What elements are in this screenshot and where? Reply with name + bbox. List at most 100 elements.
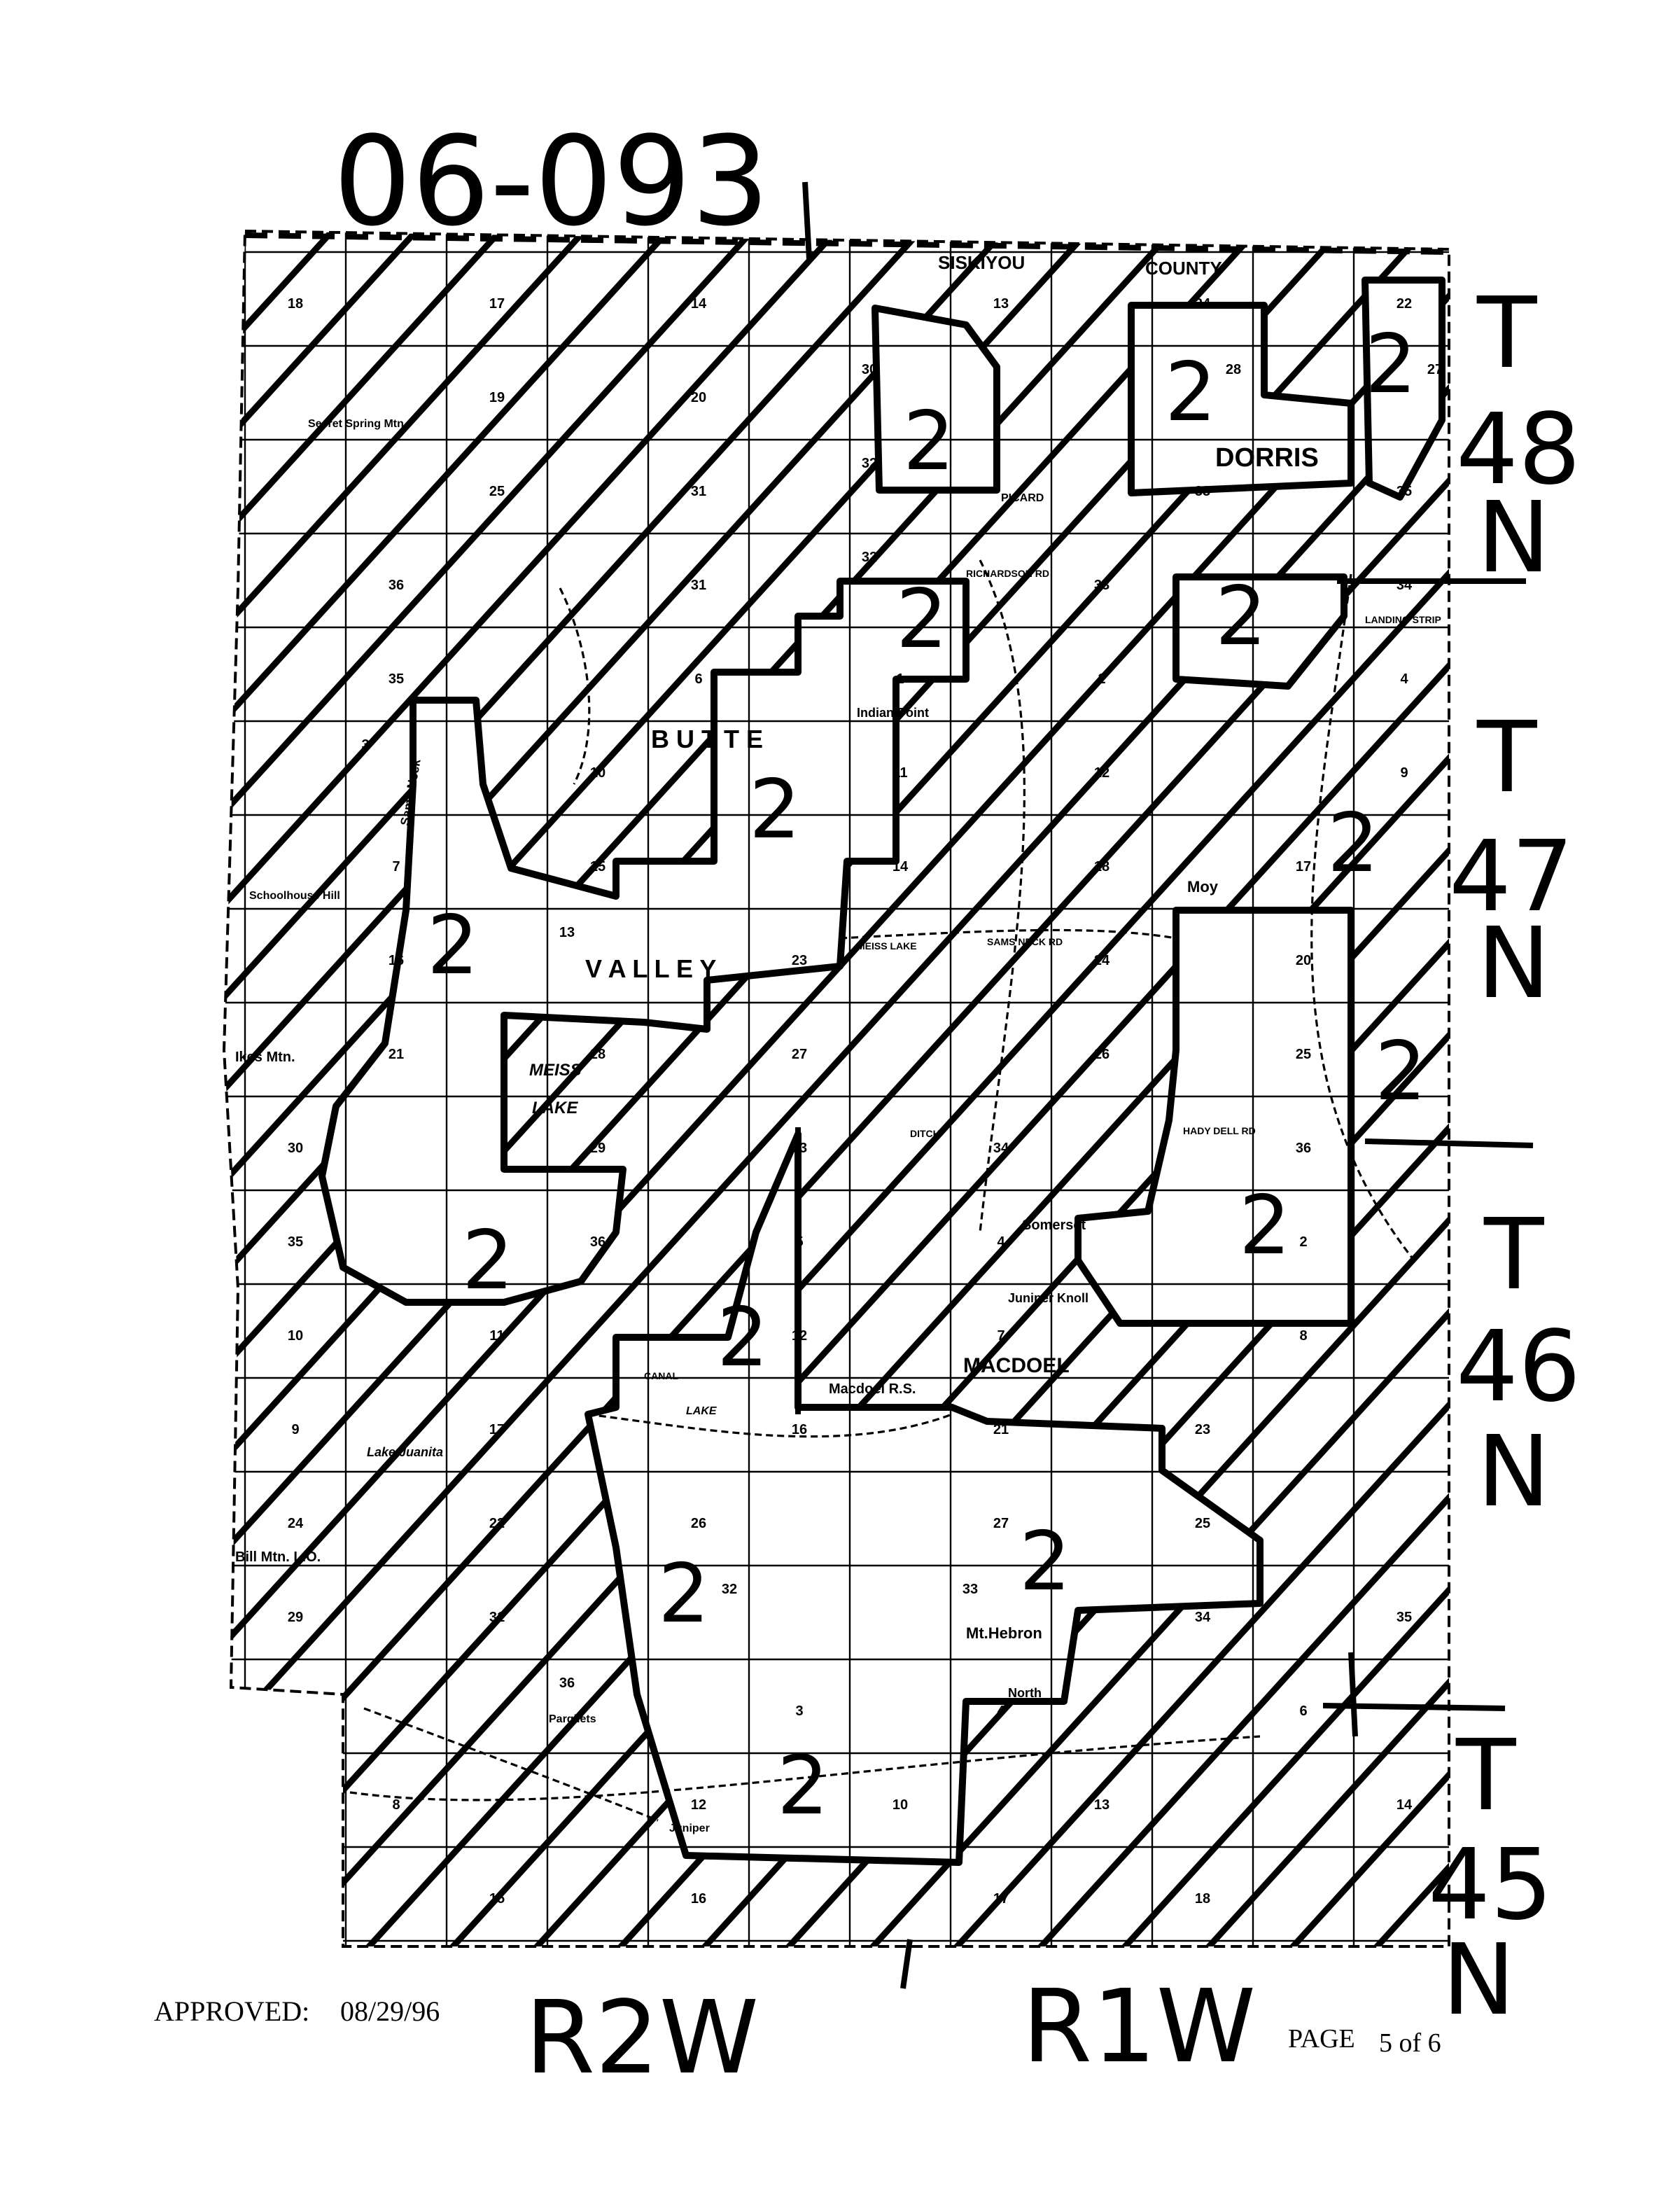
zone-2-boundary xyxy=(1128,302,1354,496)
township-t: T xyxy=(1476,701,1537,815)
label-schoolhouse-hill: Schoolhouse Hill xyxy=(249,890,340,902)
section-number: 23 xyxy=(792,953,807,968)
section-number: 10 xyxy=(288,1328,303,1344)
zone-label: 2 xyxy=(896,572,948,667)
label-juniper-knoll: Juniper Knoll xyxy=(1008,1291,1088,1305)
section-number: 21 xyxy=(388,1047,404,1062)
hatch-line xyxy=(224,231,1449,1946)
section-number: 15 xyxy=(590,859,606,874)
label-picard: PICARD xyxy=(1001,492,1044,504)
label-canal: CANAL xyxy=(644,1370,678,1381)
section-number: 16 xyxy=(792,1422,807,1437)
section-number: 13 xyxy=(559,925,575,940)
section-number: 32 xyxy=(862,456,877,471)
section-number: 2 xyxy=(1299,1234,1307,1250)
section-number: 12 xyxy=(792,1328,807,1344)
section-number: 6 xyxy=(1299,1703,1307,1719)
township-n: N xyxy=(1477,481,1550,595)
section-number: 21 xyxy=(993,1422,1009,1437)
section-number: 8 xyxy=(1299,1328,1307,1344)
section-number: 2 xyxy=(1098,671,1105,687)
section-number: 27 xyxy=(1427,362,1443,377)
hatch-line xyxy=(697,231,1449,1946)
section-number: 30 xyxy=(862,362,877,377)
section-number: 7 xyxy=(997,1328,1004,1344)
label-dorris: DORRIS xyxy=(1215,443,1319,473)
township-number: 45 xyxy=(1428,1828,1553,1942)
hatch-line xyxy=(224,231,1449,1946)
township-t: T xyxy=(1455,1719,1516,1833)
zone-label: 2 xyxy=(1365,317,1417,412)
zone-2-boundary xyxy=(872,305,1000,494)
label-somerset: Somerset xyxy=(1022,1218,1086,1233)
label-lake: LAKE xyxy=(686,1405,718,1417)
label-meiss-lake-rd: MEISS LAKE xyxy=(857,940,917,952)
label-juniper: Juniper xyxy=(669,1823,710,1834)
hatch-line xyxy=(224,231,1277,1946)
label-county: SISKIYOU xyxy=(938,252,1025,273)
map-id: 06-093 xyxy=(333,110,769,253)
label-valley: V A L L E Y xyxy=(585,954,716,983)
township-labels: T 48 N T 47 N T 46 N T 45 N xyxy=(1428,277,1581,2037)
zone-2-boundary xyxy=(318,578,969,1306)
section-number: 4 xyxy=(997,1703,1005,1719)
section-number: 17 xyxy=(489,296,505,312)
zone-2-boundary xyxy=(1074,907,1354,1327)
place-names: SISKIYOU COUNTY DORRIS B U T T E V A L L… xyxy=(235,252,1441,1834)
section-number: 23 xyxy=(1195,1422,1210,1437)
section-number: 14 xyxy=(892,859,909,874)
section-number: 35 xyxy=(1396,1610,1412,1625)
section-number: 4 xyxy=(1400,671,1408,687)
label-ditch: DITCH xyxy=(910,1128,940,1139)
hatch-line xyxy=(224,231,1025,1946)
section-number: 31 xyxy=(489,1610,505,1625)
township-n: N xyxy=(1477,1415,1550,1529)
township-n: N xyxy=(1477,907,1550,1021)
hatch-line xyxy=(224,231,1449,1946)
section-number: 11 xyxy=(489,1328,504,1344)
section-number: 24 xyxy=(1195,296,1211,312)
section-number: 36 xyxy=(590,1234,606,1250)
hatch-line xyxy=(529,231,1449,1946)
section-number: 36 xyxy=(388,578,404,593)
section-number: 22 xyxy=(1396,296,1412,312)
label-sams-neck-rd: SAMS NECK RD xyxy=(987,936,1063,947)
section-number: 1 xyxy=(896,671,904,687)
hatch-line xyxy=(277,231,1449,1946)
section-number: 13 xyxy=(993,296,1009,312)
section-number: 25 xyxy=(1296,1047,1311,1062)
range-label-r2w: R2W xyxy=(525,1979,759,2096)
township-number: 46 xyxy=(1456,1310,1581,1424)
section-number: 15 xyxy=(489,1891,505,1907)
section-number: 29 xyxy=(288,1610,303,1625)
label-landing-strip: LANDING STRIP xyxy=(1365,614,1441,625)
zone-label: 2 xyxy=(1165,345,1217,440)
label-macdoel-rs: Macdoel R.S. xyxy=(829,1381,916,1397)
hatch-line xyxy=(1117,231,1449,1946)
hatch-line xyxy=(224,231,1449,1946)
section-number: 20 xyxy=(1296,953,1311,968)
hatch-line xyxy=(1033,231,1449,1946)
range-label-r1w: R1W xyxy=(1022,1967,1256,2085)
label-mt-hebron: Mt.Hebron xyxy=(966,1624,1042,1642)
zone-label: 2 xyxy=(462,1213,514,1308)
section-number: 14 xyxy=(1396,1797,1413,1813)
section-number: 10 xyxy=(892,1797,908,1813)
zone-label: 2 xyxy=(658,1547,710,1641)
section-number: 36 xyxy=(1296,1141,1311,1156)
hatch-line xyxy=(613,231,1449,1946)
label-meiss-lake: LAKE xyxy=(532,1099,578,1117)
section-number: 31 xyxy=(691,484,706,499)
label-ikes-mtn: Ikes Mtn. xyxy=(235,1050,295,1065)
label-lake-juanita: Lake Juanita xyxy=(367,1445,443,1459)
label-macdoel: MACDOEL xyxy=(963,1354,1070,1377)
hatching xyxy=(0,119,1449,2044)
township-number: 47 xyxy=(1449,820,1574,934)
section-number: 31 xyxy=(691,578,706,593)
hatch-line xyxy=(224,231,941,1946)
hatch-line xyxy=(224,231,857,1946)
zone-label: 2 xyxy=(1327,796,1379,891)
label-indian-point: Indian Point xyxy=(857,706,929,720)
hatch-line xyxy=(0,119,98,2044)
section-number: 20 xyxy=(691,390,706,405)
